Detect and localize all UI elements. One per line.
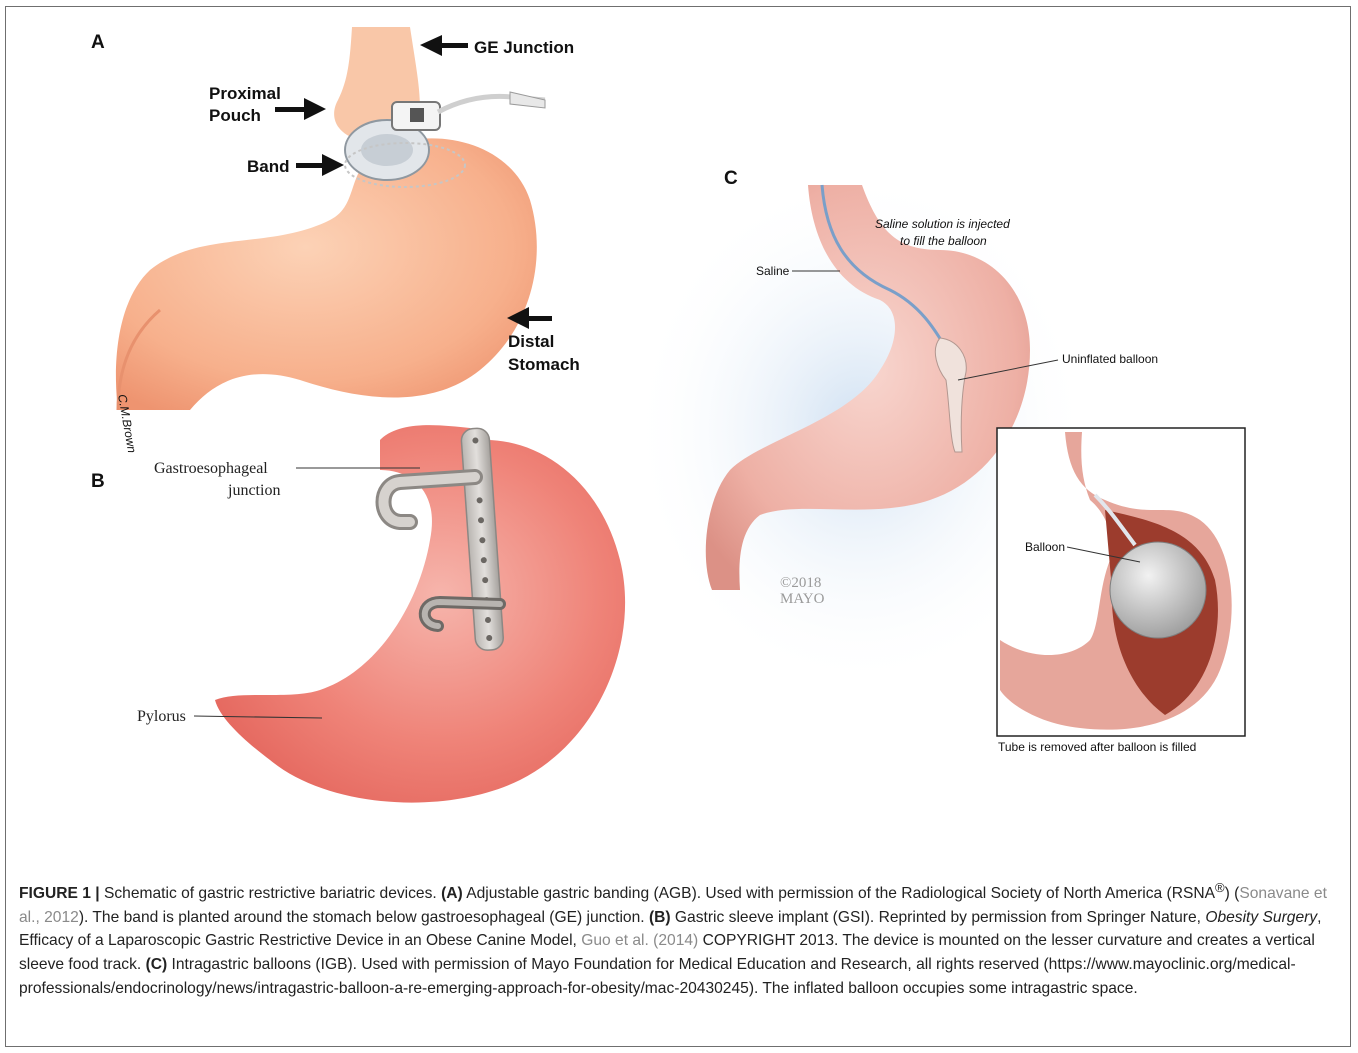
caption-intro: Schematic of gastric restrictive bariatr…	[100, 885, 441, 902]
caption-b-text-1: Gastric sleeve implant (GSI). Reprinted …	[671, 909, 1206, 926]
caption-a-sup: ®	[1215, 880, 1225, 895]
figure-caption: FIGURE 1 | Schematic of gastric restrict…	[19, 876, 1339, 1000]
copyright-line1: ©2018	[780, 575, 821, 591]
panel-a-letter: A	[91, 32, 105, 53]
caption-b-label: (B)	[649, 909, 671, 926]
proximal-pouch-label-line1: Proximal	[209, 84, 281, 103]
caption-c-text-1: Intragastric balloons (IGB). Used with p…	[19, 956, 1296, 997]
ge-junction-label: GE Junction	[474, 38, 574, 57]
band-label: Band	[247, 157, 290, 176]
caption-b-ref-link[interactable]: Guo et al. (2014)	[581, 932, 698, 949]
caption-b-journal: Obesity Surgery	[1205, 909, 1317, 926]
gastroesophageal-junction-label-line1: Gastroesophageal	[154, 460, 268, 477]
proximal-pouch-label-line2: Pouch	[209, 106, 261, 125]
pylorus-label: Pylorus	[137, 708, 186, 725]
caption-a-text-1: Adjustable gastric banding (AGB). Used w…	[463, 885, 1215, 902]
gastroesophageal-junction-label-line2: junction	[227, 482, 280, 499]
distal-stomach-label-line2: Stomach	[508, 355, 580, 374]
caption-a-label: (A)	[441, 885, 463, 902]
proximal-pouch-arrow-icon	[275, 98, 326, 120]
caption-c-label: (C)	[146, 956, 168, 973]
saline-note-line1: Saline solution is injected	[875, 217, 1010, 231]
panel-c-illustration	[630, 170, 1245, 736]
panel-c-letter: C	[724, 168, 738, 189]
saline-note-line2: to fill the balloon	[900, 234, 987, 248]
band-arrow-icon	[296, 154, 344, 176]
saline-label: Saline	[756, 264, 790, 278]
distal-stomach-label-line1: Distal	[508, 332, 554, 351]
caption-a-text-3: ). The band is planted around the stomac…	[79, 909, 649, 926]
balloon-label: Balloon	[1025, 540, 1065, 554]
ge-junction-arrow-icon	[420, 35, 468, 56]
figure-artwork: C.M.Brown A GE Junction Proximal Pouch B…	[0, 0, 1358, 860]
uninflated-balloon-label: Uninflated balloon	[1062, 352, 1158, 366]
figure-label: FIGURE 1 |	[19, 885, 100, 902]
copyright-line2: MAYO	[780, 591, 825, 607]
panel-b-letter: B	[91, 471, 105, 492]
caption-a-text-2: ) (	[1225, 885, 1240, 902]
panel-a-illustration: C.M.Brown	[115, 27, 545, 454]
tube-note: Tube is removed after balloon is filled	[998, 740, 1196, 754]
